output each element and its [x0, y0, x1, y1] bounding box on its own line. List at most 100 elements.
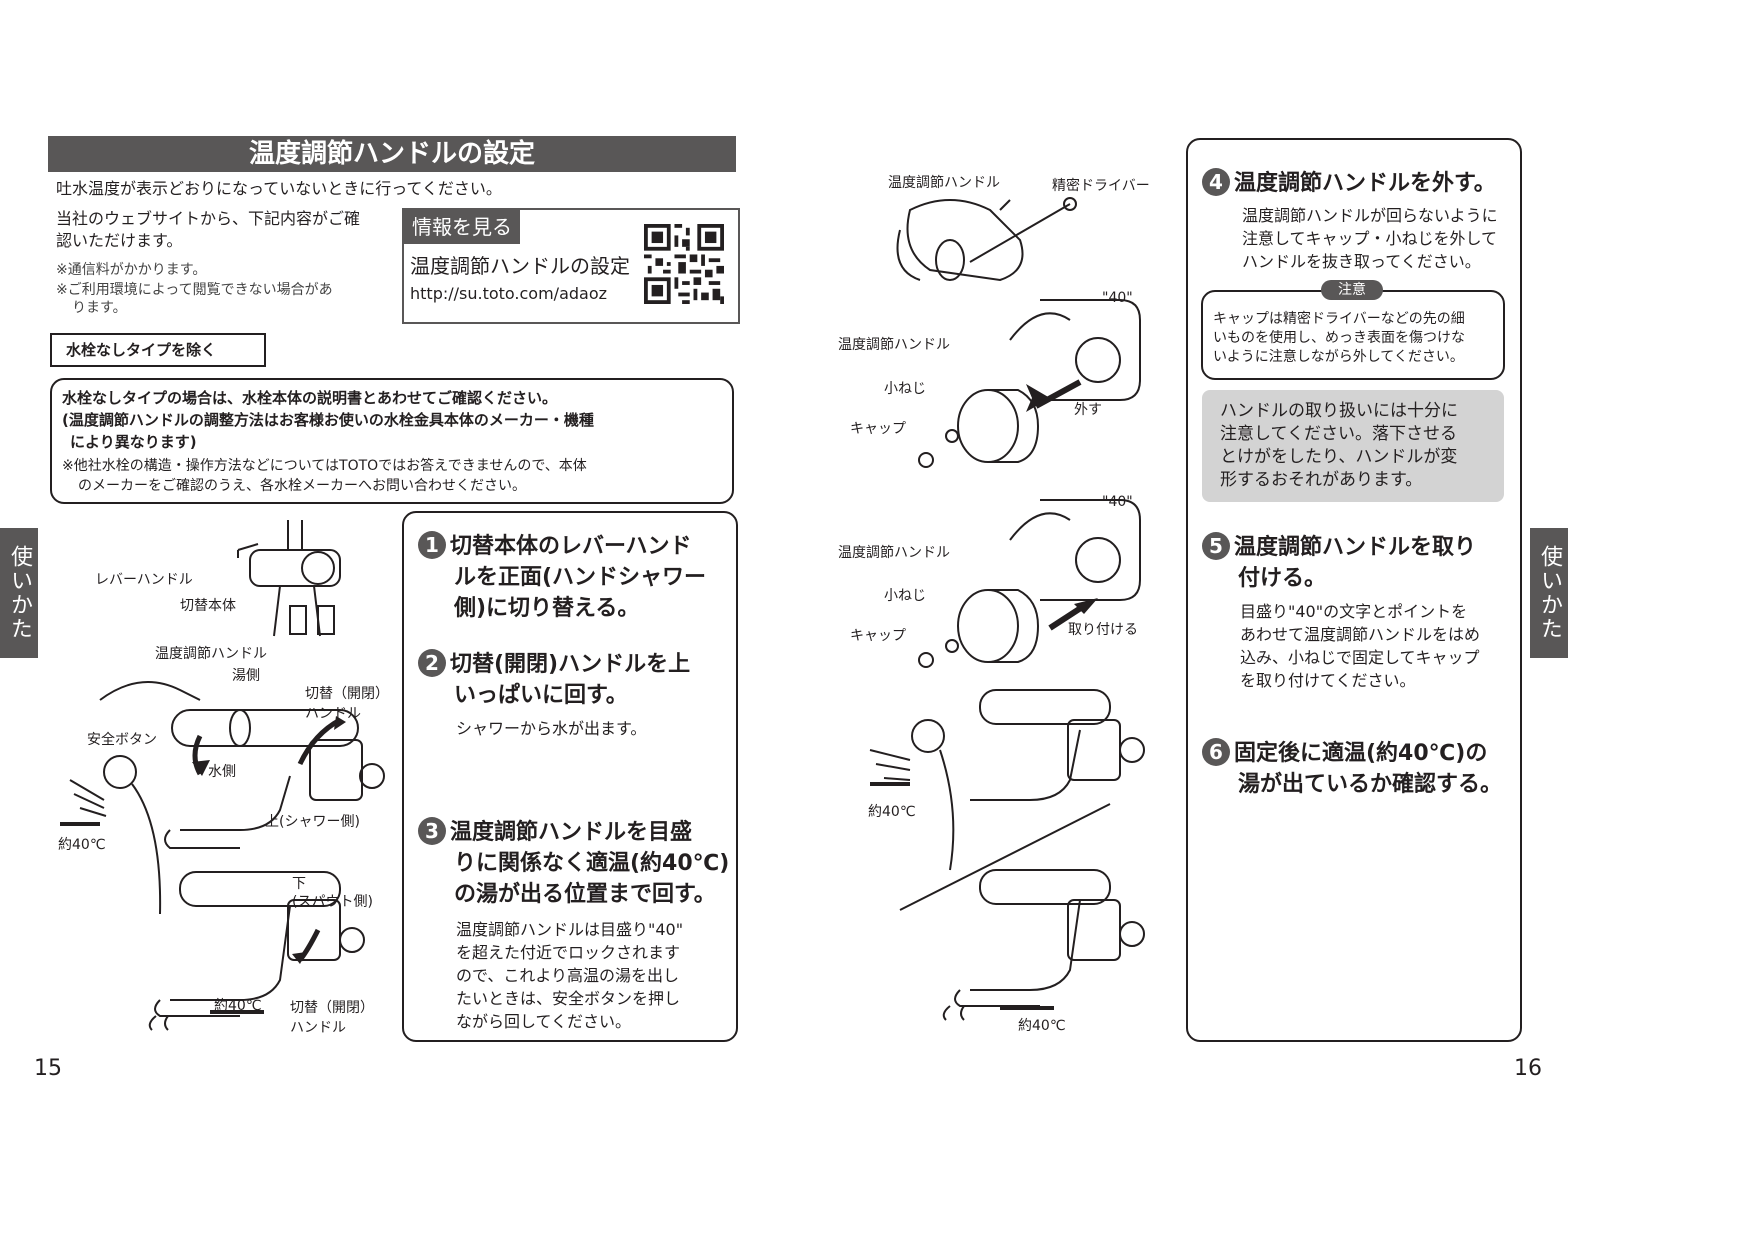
label-up-shower: 上(シャワー側) [265, 814, 360, 830]
label-attach: 取り付ける [1068, 622, 1138, 638]
caution-box: 注意 キャップは精密ドライバーなどの先の細 いものを使用し、めっき表面を傷つけな… [1201, 280, 1505, 380]
caution-text-3: いように注意しながら外してください。 [1213, 349, 1464, 365]
web-text-line1: 当社のウェブサイトから、下記内容がご確 [56, 209, 361, 228]
info-title: 温度調節ハンドルの設定 [410, 254, 630, 278]
label-safety-button: 安全ボタン [87, 732, 157, 748]
label-cap-b: キャップ [850, 628, 906, 644]
label-screw-b: 小ねじ [884, 588, 926, 604]
faucet-illustration-right [869, 197, 1145, 1021]
label-screw-a: 小ねじ [884, 381, 926, 397]
step-number: 4 [1202, 168, 1230, 196]
label-approx-40b: 約40℃ [214, 998, 262, 1014]
step-6-heading-1: 固定後に適温(約40℃)の [1234, 741, 1488, 766]
step-3-text-5: ながら回してください。 [456, 1012, 632, 1031]
label-handle2: ハンドル [290, 1020, 346, 1036]
step-number: 6 [1202, 738, 1230, 766]
intro-text: 吐水温度が表示どおりになっていないときに行ってください。 [56, 179, 502, 198]
note-env-line1: ※ご利用環境によって閲覧できない場合があ [56, 282, 333, 298]
step-5-text-2: あわせて温度調節ハンドルをはめ [1240, 625, 1481, 644]
caution-text-2: いものを使用し、めっき表面を傷つけな [1213, 330, 1465, 346]
label-cap-a: キャップ [850, 421, 906, 437]
notice-line1: 水栓なしタイプの場合は、水栓本体の説明書とあわせてご確認ください。 [62, 389, 558, 407]
info-tag: 情報を見る [404, 210, 520, 244]
notice-line4: ※他社水栓の構造・操作方法などについてはTOTOではお答えできませんので、本体 [62, 458, 587, 474]
step-number: 5 [1202, 532, 1230, 560]
step-4-heading: 温度調節ハンドルを外す。 [1234, 171, 1496, 196]
step-number: 1 [418, 531, 446, 559]
page-title: 温度調節ハンドルの設定 [48, 136, 736, 172]
step-5-text-1: 目盛り"40"の文字とポイントを [1240, 602, 1468, 621]
caution-tag: 注意 [1321, 280, 1383, 300]
web-text-line2: 認いただけます。 [56, 231, 183, 250]
warning-box: ハンドルの取り扱いには十分に 注意してください。落下させる とけがをしたり、ハン… [1202, 390, 1504, 502]
label-switch-body: 切替本体 [180, 598, 236, 614]
page-number-right: 16 [1514, 1056, 1542, 1081]
label-forty-b: "40" [1102, 494, 1133, 510]
step-5-heading-1: 温度調節ハンドルを取り [1234, 535, 1477, 560]
side-tab-left: 使いかた [0, 528, 38, 658]
label-driver: 精密ドライバー [1052, 178, 1150, 194]
page-number-left: 15 [34, 1056, 62, 1081]
label-handle: ハンドル [305, 706, 361, 722]
step-4-text-3: ハンドルを抜き取ってください。 [1242, 252, 1481, 271]
step-3-text-4: たいときは、安全ボタンを押し [456, 989, 681, 1008]
web-info-box: 情報を見る 温度調節ハンドルの設定 http://su.toto.com/ada… [402, 208, 740, 324]
step-3-line1: 温度調節ハンドルを目盛 [450, 820, 693, 845]
notice-box: 水栓なしタイプの場合は、水栓本体の説明書とあわせてご確認ください。 (温度調節ハ… [50, 378, 734, 504]
notice-line5: のメーカーをご確認のうえ、各水栓メーカーへお問い合わせください。 [78, 478, 526, 494]
label-switch-oc: 切替（開閉） [305, 686, 389, 702]
step-4-text-2: 注意してキャップ・小ねじを外して [1242, 229, 1498, 248]
label-temp-handle-low: 温度調節ハンドル [838, 545, 950, 561]
label-down: 下 [292, 876, 306, 892]
step-number: 2 [418, 649, 446, 677]
warning-text-3: とけがをしたり、ハンドルが変 [1220, 447, 1458, 467]
label-switch-oc2: 切替（開閉） [290, 1000, 374, 1016]
label-lever-handle: レバーハンドル [95, 572, 193, 588]
label-approx-40c: 約40℃ [1018, 1018, 1066, 1034]
label-spout-side: (スパウト側) [292, 894, 373, 910]
step-5-text-4: を取り付けてください。 [1240, 671, 1416, 690]
label-forty-a: "40" [1102, 290, 1133, 306]
info-url[interactable]: http://su.toto.com/adaoz [410, 284, 608, 303]
step-1-line2: ルを正面(ハンドシャワー [454, 565, 707, 590]
qr-code-icon[interactable] [644, 224, 724, 304]
notice-line2: (温度調節ハンドルの調整方法はお客様お使いの水栓金具本体のメーカー・機種 [62, 411, 594, 429]
step-2-line1: 切替(開閉)ハンドルを上 [450, 652, 691, 677]
label-approx-40: 約40℃ [58, 837, 106, 853]
warning-text-1: ハンドルの取り扱いには十分に [1220, 401, 1458, 421]
step-6-heading-2: 湯が出ているか確認する。 [1238, 772, 1503, 797]
step-2-text: シャワーから水が出ます。 [456, 719, 647, 738]
step-number: 3 [418, 817, 446, 845]
step-5-text-3: 込み、小ねじで固定してキャップ [1240, 648, 1480, 667]
label-water-side: 水側 [208, 764, 236, 780]
faucet-illustration-left [60, 520, 385, 1031]
label-temp-handle-mid: 温度調節ハンドル [838, 337, 950, 353]
label-hot-side: 湯側 [232, 668, 260, 684]
label-temp-handle: 温度調節ハンドル [155, 646, 267, 662]
step-1-line3: 側)に切り替える。 [454, 596, 640, 621]
notice-line3: により異なります) [70, 433, 197, 451]
step-3-text-1: 温度調節ハンドルは目盛り"40" [456, 920, 684, 939]
step-3-text-2: を超えた付近でロックされます [456, 943, 681, 962]
step-3-line2: りに関係なく適温(約40℃) [454, 851, 730, 876]
except-label: 水栓なしタイプを除く [50, 333, 266, 367]
label-approx-40a: 約40℃ [868, 804, 916, 820]
label-temp-handle-top: 温度調節ハンドル [888, 175, 1000, 191]
label-remove: 外す [1074, 402, 1102, 418]
step-2-line2: いっぱいに回す。 [454, 683, 628, 708]
step-3-line3: の湯が出る位置まで回す。 [454, 882, 716, 907]
step-1-line1: 切替本体のレバーハンド [450, 534, 692, 559]
step-3-text-3: ので、これより高温の湯を出し [456, 966, 680, 985]
side-tab-right: 使いかた [1530, 528, 1568, 658]
note-env-line2: ります。 [72, 300, 127, 316]
caution-text-1: キャップは精密ドライバーなどの先の細 [1213, 311, 1465, 327]
warning-text-2: 注意してください。落下させる [1220, 424, 1457, 444]
